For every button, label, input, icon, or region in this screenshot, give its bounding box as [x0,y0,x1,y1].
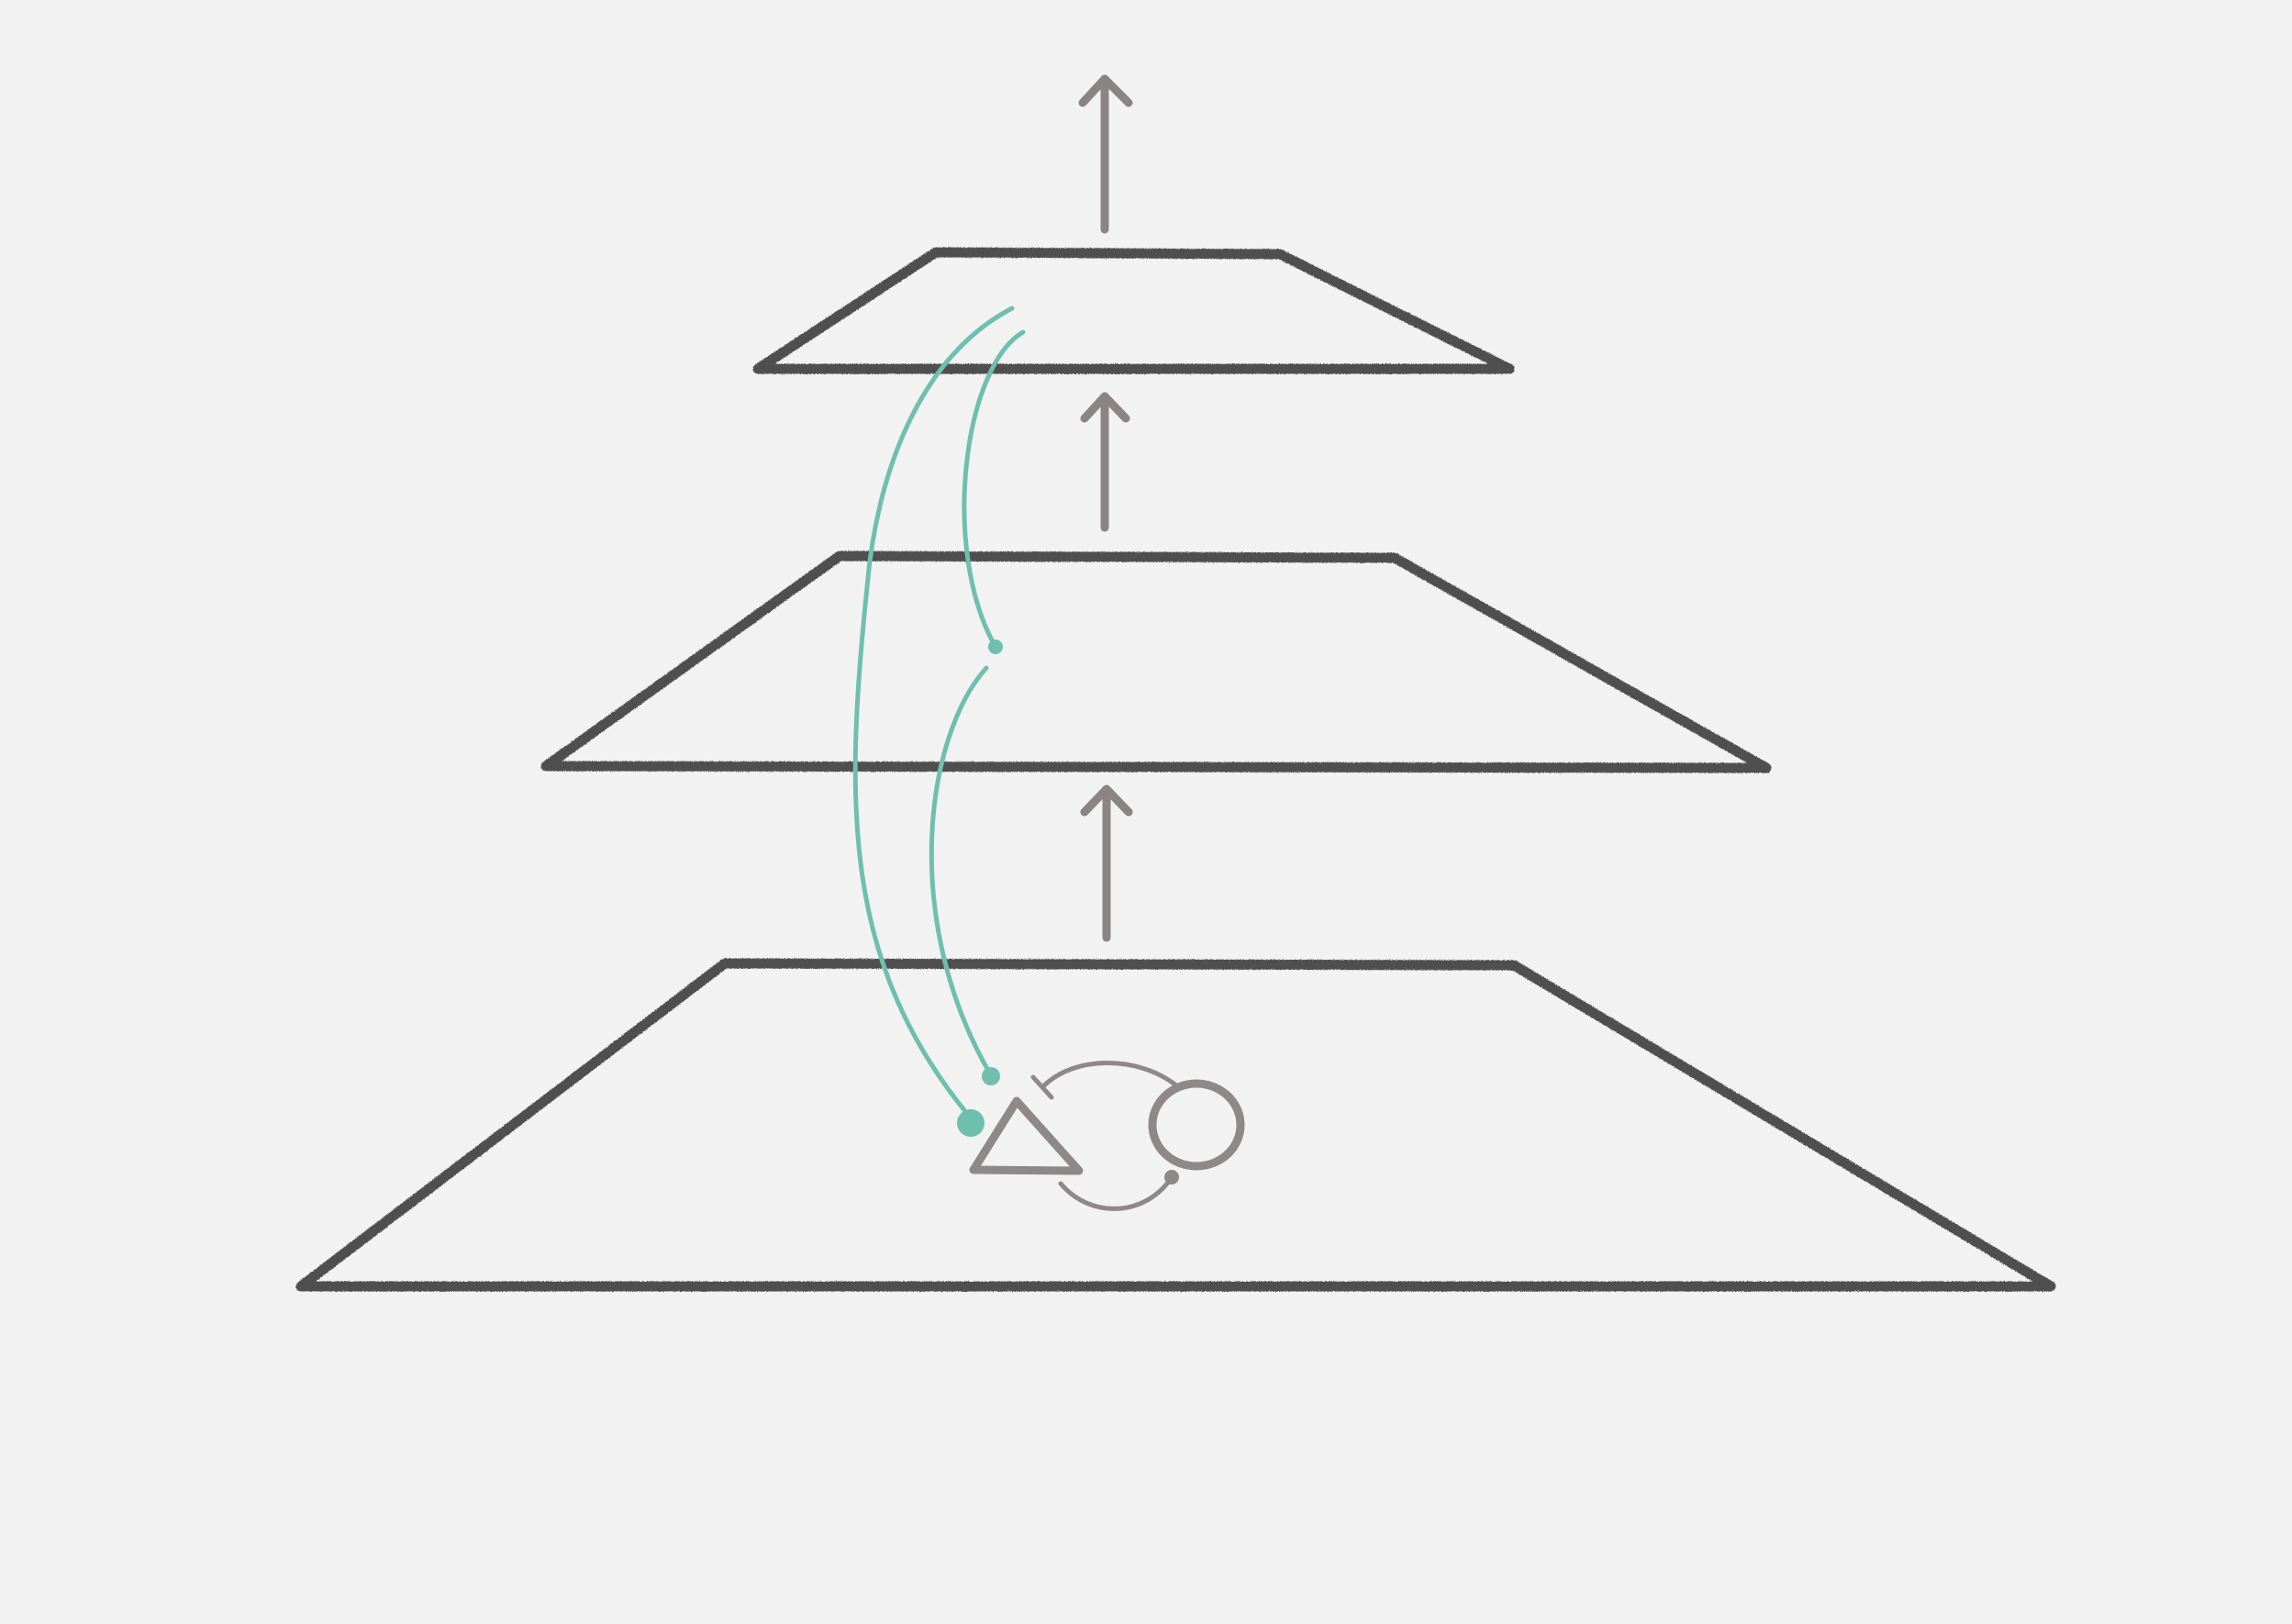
activation-dot [1164,1170,1179,1185]
activation-edge [1058,1174,1174,1211]
planes [295,247,2056,1292]
link-middle-to-bottom [929,665,994,1078]
triangle-node [969,1096,1084,1175]
link-endpoint-dot [957,1109,985,1137]
cross-level-links [852,306,1026,1137]
top-plane [752,247,1515,374]
bottom-plane [295,958,2056,1292]
feedback-loop [969,1061,1245,1211]
arrow-up-icon [1078,74,1133,234]
link-endpoint-dot [988,640,1003,654]
inhibition-bar [1030,1074,1054,1100]
circle-node [1148,1079,1245,1171]
middle-plane [540,551,1772,773]
link-direct-to-top [852,306,1015,1118]
arrow-up-icon [1080,784,1133,942]
link-top-to-middle [962,329,1026,650]
level-arrows [1078,74,1133,942]
arrow-up-icon [1080,392,1130,532]
inhibition-edge [1040,1061,1179,1090]
link-endpoint-dot [982,1067,1000,1085]
